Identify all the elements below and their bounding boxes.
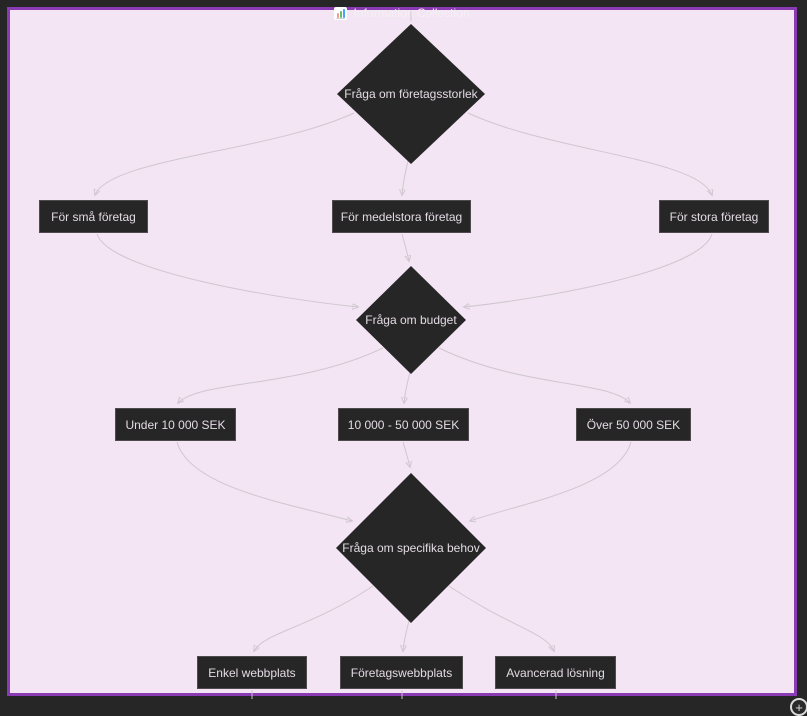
- option-node-label: Företagswebbplats: [350, 665, 453, 680]
- option-node-label: För stora företag: [669, 209, 759, 224]
- option-node-enkel-webbplats: Enkel webbplats: [197, 656, 307, 689]
- option-node-label: Enkel webbplats: [208, 665, 296, 680]
- option-node-label: Avancerad lösning: [506, 665, 605, 680]
- option-node-avancerad-losning: Avancerad lösning: [495, 656, 616, 689]
- decision-node-label: Fråga om företagsstorlek: [344, 87, 478, 101]
- plus-icon: +: [795, 699, 803, 715]
- option-node-over-50000-sek: Över 50 000 SEK: [576, 408, 691, 441]
- bar-chart-icon: [334, 6, 348, 20]
- option-node-label: 10 000 - 50 000 SEK: [347, 417, 460, 432]
- zoom-in-button[interactable]: +: [790, 698, 807, 716]
- decision-node-label: Fråga om specifika behov: [342, 541, 480, 555]
- option-node-label: Under 10 000 SEK: [125, 417, 226, 432]
- diagram-title: Information Collection: [7, 6, 797, 20]
- decision-node-label: Fråga om budget: [365, 313, 457, 327]
- option-node-stora-foretag: För stora företag: [659, 200, 769, 233]
- option-node-sma-foretag: För små företag: [39, 200, 148, 233]
- option-node-label: För små företag: [51, 209, 136, 224]
- option-node-label: Över 50 000 SEK: [586, 417, 681, 432]
- option-node-10000-50000-sek: 10 000 - 50 000 SEK: [338, 408, 469, 441]
- option-node-medelstora-foretag: För medelstora företag: [332, 200, 471, 233]
- option-node-foretagswebbplats: Företagswebbplats: [340, 656, 463, 689]
- diagram-title-text: Information Collection: [353, 6, 470, 20]
- option-node-under-10000-sek: Under 10 000 SEK: [115, 408, 236, 441]
- option-node-label: För medelstora företag: [340, 209, 463, 224]
